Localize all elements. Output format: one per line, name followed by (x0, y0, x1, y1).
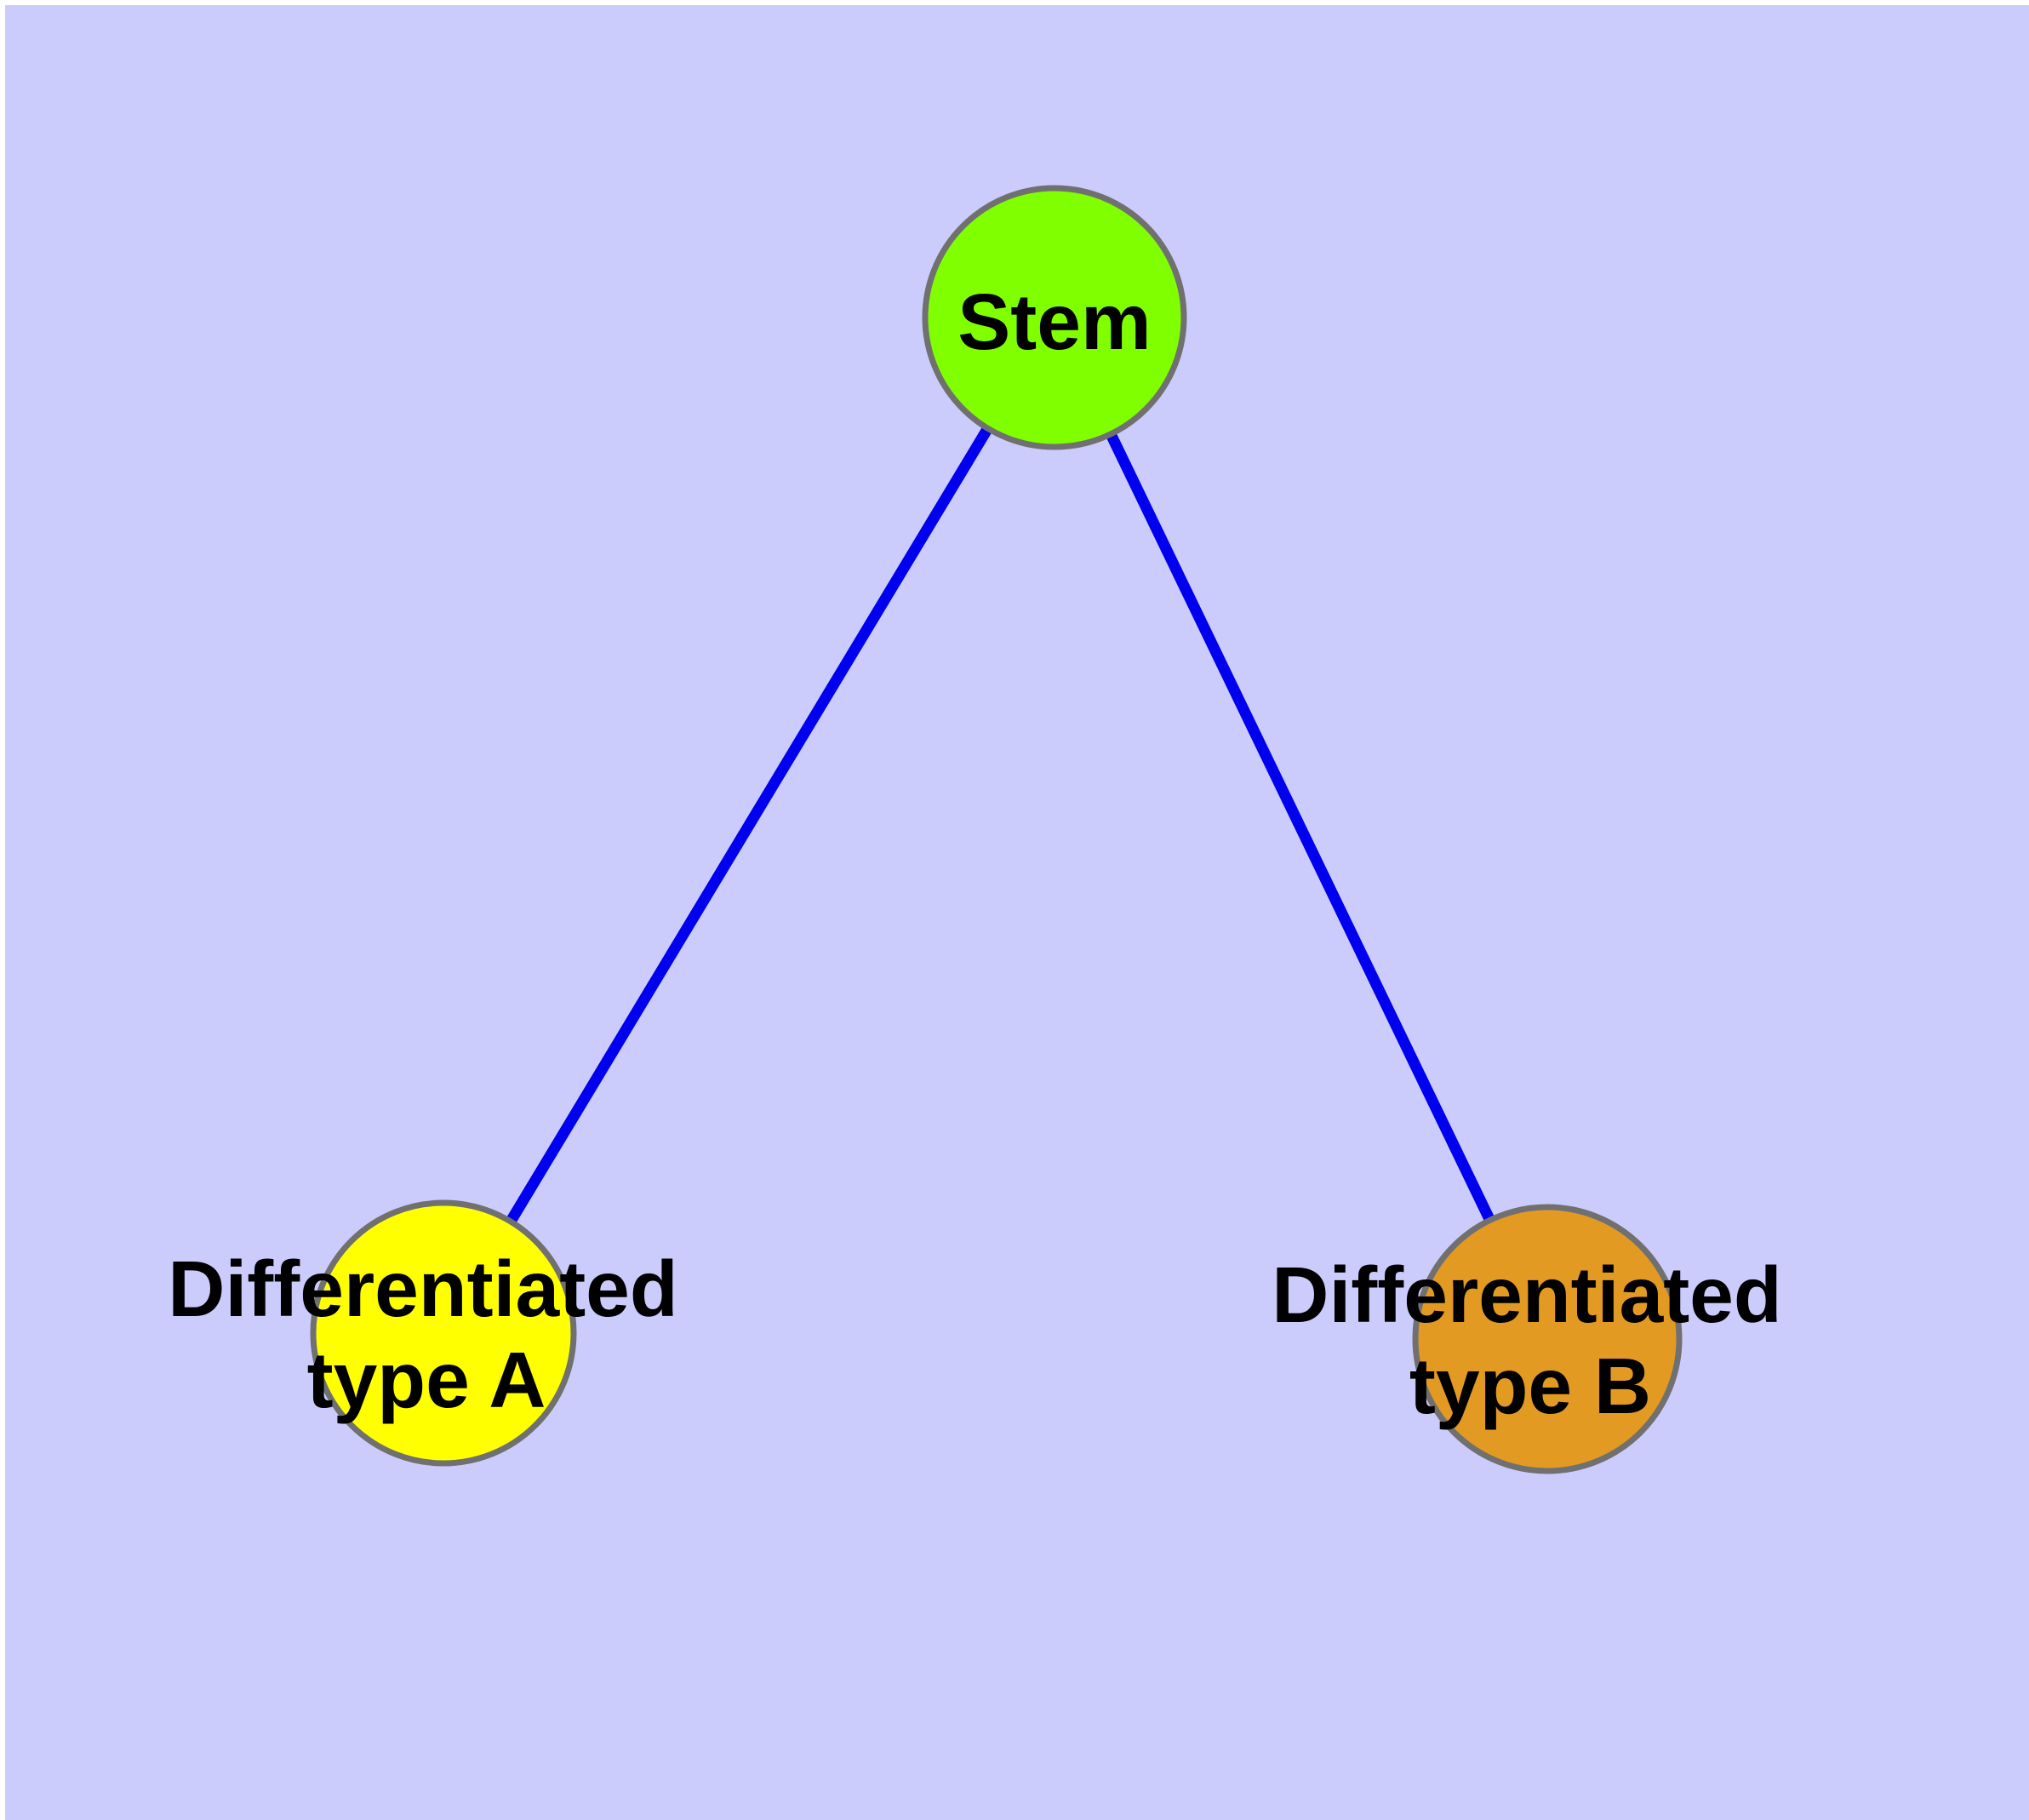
node-layer (310, 185, 1683, 1474)
node-differentiated-type-b-circle[interactable] (1412, 1204, 1683, 1474)
node-differentiated-type-a[interactable] (310, 1199, 577, 1467)
node-differentiated-type-b-label-line1: Differentiated (1272, 1251, 1781, 1339)
node-stem-circle[interactable] (922, 185, 1187, 450)
node-differentiated-type-a-label-line2: type A (307, 1336, 546, 1424)
edge-stem-to-differentiated-type-b[interactable] (1049, 315, 1552, 1342)
node-differentiated-type-b[interactable] (1412, 1204, 1683, 1474)
edge-stem-to-differentiated-type-a[interactable] (438, 314, 1060, 1336)
node-differentiated-type-b-label-line2: type B (1409, 1342, 1651, 1430)
node-differentiated-type-a-circle[interactable] (310, 1199, 577, 1467)
node-stem[interactable] (922, 185, 1187, 450)
node-differentiated-type-a-label-line1: Differentiated (168, 1245, 677, 1333)
edge-layer (438, 314, 1552, 1342)
label-layer: Stem Differentiated type A Differentiate… (168, 278, 1781, 1430)
node-stem-label: Stem (957, 278, 1151, 366)
